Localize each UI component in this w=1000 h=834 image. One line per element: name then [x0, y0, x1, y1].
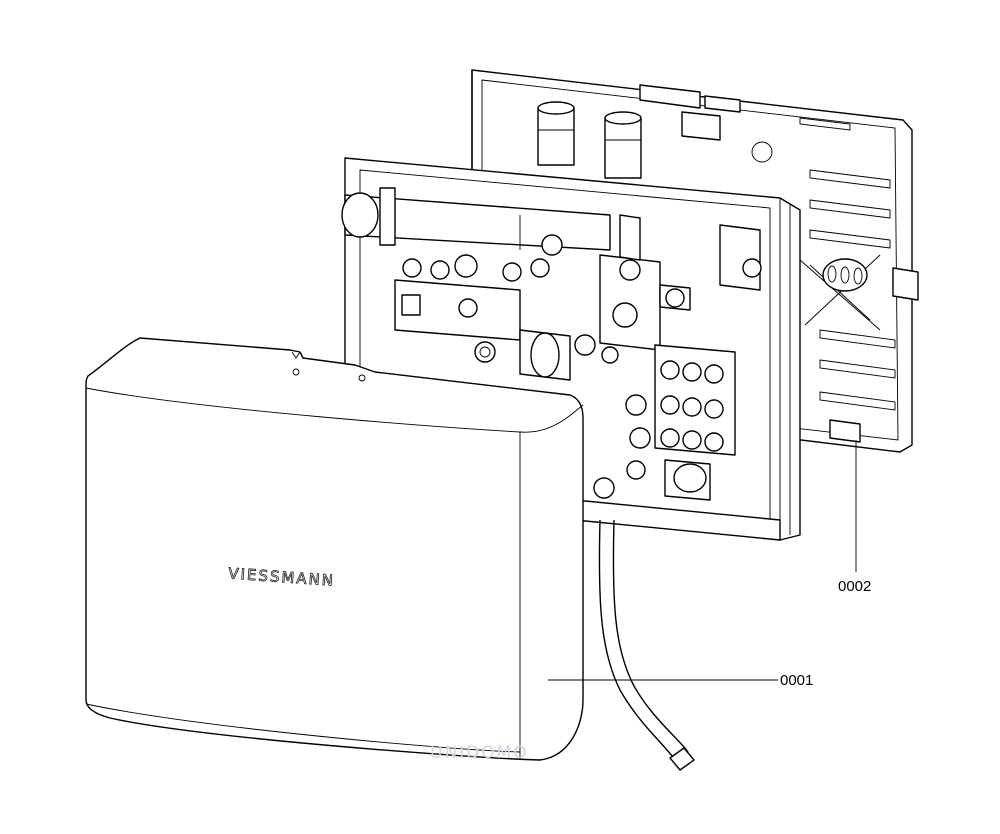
watermark-text: UNIDOMO — [430, 743, 529, 763]
callout-0001: 0001 — [548, 672, 813, 689]
callout-0002: 0002 — [838, 440, 871, 595]
callout-label-0001: 0001 — [780, 672, 813, 689]
pipe-connectors — [537, 101, 642, 179]
callout-label-0002: 0002 — [838, 578, 871, 595]
power-cable — [598, 519, 695, 771]
front-cover: VIESSMANN — [85, 337, 584, 761]
